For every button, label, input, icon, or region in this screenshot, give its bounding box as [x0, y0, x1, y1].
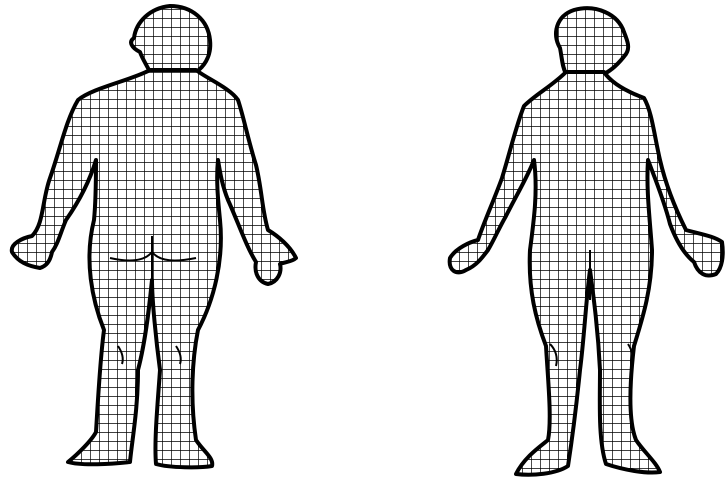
front-body	[450, 72, 723, 475]
back-body	[12, 70, 296, 467]
back-view-figure	[12, 6, 296, 467]
front-head	[556, 8, 628, 74]
front-view-figure	[450, 8, 723, 474]
back-head	[131, 6, 210, 72]
